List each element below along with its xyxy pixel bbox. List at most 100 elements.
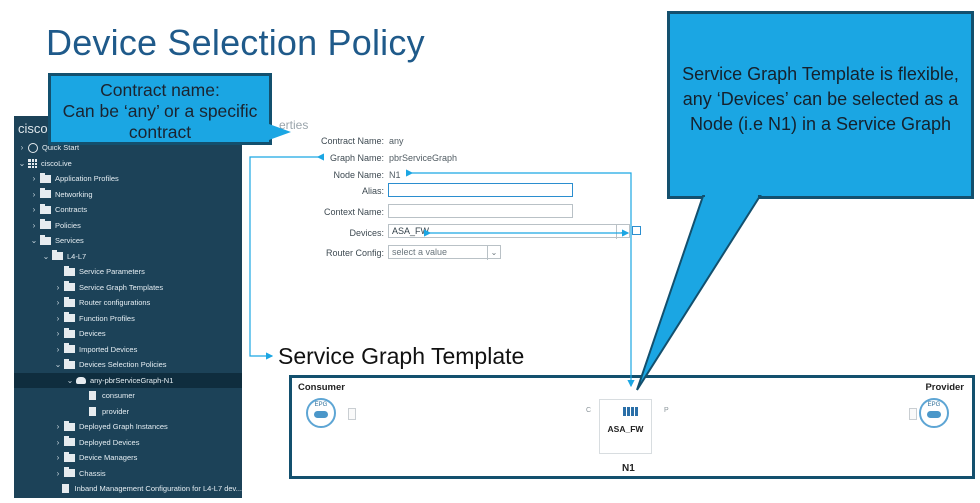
chevron-icon[interactable]: › <box>56 344 60 354</box>
service-graph-canvas: Consumer Provider EPG EPG C ASA_FW P N1 <box>289 375 975 479</box>
external-link-icon[interactable] <box>632 226 641 235</box>
chevron-icon[interactable]: ⌄ <box>54 360 62 369</box>
devices-selected-value: ASA_FW <box>392 226 430 236</box>
sidebar-item-services[interactable]: ⌄ Services <box>14 233 242 248</box>
sidebar-item-label: Devices Selection Policies <box>79 360 167 369</box>
sidebar-item-function-profiles[interactable]: › Function Profiles <box>14 311 242 326</box>
chevron-icon[interactable]: › <box>56 437 60 447</box>
sidebar-item-devices-selection-policies[interactable]: ⌄ Devices Selection Policies <box>14 357 242 372</box>
sidebar-item-inband-management-configuration-for-l4-l7-dev[interactable]: Inband Management Configuration for L4-L… <box>14 481 242 496</box>
sidebar-item-label: provider <box>102 406 130 416</box>
chevron-icon[interactable]: ⌄ <box>30 236 38 245</box>
sidebar-item-label: Function Profiles <box>79 313 135 323</box>
firewall-icon <box>623 407 639 416</box>
sgt-callout-pointer <box>636 195 762 391</box>
function-node-n1[interactable]: ASA_FW <box>599 399 652 454</box>
sidebar-item-label: Contracts <box>55 205 88 214</box>
consumer-port <box>348 408 356 420</box>
chevron-icon[interactable]: › <box>32 189 36 199</box>
router-config-select[interactable]: select a value ⌄ <box>388 245 501 260</box>
sidebar-item-networking[interactable]: › Networking <box>14 187 242 202</box>
chevron-icon[interactable]: › <box>32 174 36 183</box>
chevron-icon[interactable]: › <box>32 205 36 214</box>
contract-name-value: any <box>389 136 404 146</box>
chevron-icon[interactable]: › <box>56 453 60 462</box>
chevron-icon[interactable]: › <box>56 422 60 431</box>
sidebar-item-contracts[interactable]: › Contracts <box>14 202 242 217</box>
sidebar-item-ciscolive[interactable]: ⌄ ciscoLive <box>14 156 242 171</box>
doc-icon <box>89 391 96 400</box>
sidebar-item-label: Router configurations <box>79 298 151 307</box>
chevron-icon[interactable]: › <box>56 298 60 307</box>
sidebar-item-any-pbrservicegraph-n1[interactable]: ⌄ any-pbrServiceGraph-N1 <box>14 372 242 388</box>
folder-icon <box>64 281 75 291</box>
chevron-icon[interactable]: ⌄ <box>66 375 74 385</box>
sidebar-item-deployed-graph-instances[interactable]: ›Deployed Graph Instances <box>14 419 242 434</box>
sidebar-item-quick-start[interactable]: ›Quick Start <box>14 140 242 155</box>
chevron-icon[interactable]: › <box>56 313 60 323</box>
consumer-epg-node[interactable]: EPG <box>306 398 336 428</box>
sidebar-item-provider[interactable]: provider <box>14 404 242 419</box>
sidebar-item-deployed-devices[interactable]: ›Deployed Devices <box>14 435 242 450</box>
sidebar-item-label: Networking <box>55 189 93 199</box>
folder-icon <box>40 188 51 198</box>
folder-icon <box>64 343 75 353</box>
sgt-callout: Service Graph Template is flexible, any … <box>667 11 974 199</box>
sidebar-item-service-parameters[interactable]: Service Parameters <box>14 264 242 279</box>
chevron-down-icon[interactable]: ⌄ <box>616 225 629 239</box>
sidebar-item-devices[interactable]: › Devices <box>14 326 242 341</box>
sidebar-item-policies[interactable]: ›Policies <box>14 218 242 233</box>
sidebar-item-application-profiles[interactable]: ›Application Profiles <box>14 171 242 186</box>
chevron-icon[interactable]: › <box>56 329 60 338</box>
chevron-icon[interactable]: ⌄ <box>18 158 26 168</box>
chevron-down-icon[interactable]: ⌄ <box>487 246 500 260</box>
alias-input[interactable] <box>388 183 573 197</box>
folder-icon <box>64 358 75 369</box>
sidebar-item-label: any-pbrServiceGraph-N1 <box>90 375 174 385</box>
context-name-input[interactable] <box>388 204 573 218</box>
folder-icon <box>64 420 75 431</box>
chevron-icon[interactable]: › <box>56 468 60 478</box>
provider-port <box>909 408 917 420</box>
sidebar-item-label: Service Parameters <box>79 267 145 276</box>
sidebar-item-service-graph-templates[interactable]: › Service Graph Templates <box>14 280 242 295</box>
chevron-icon[interactable]: › <box>56 282 60 292</box>
sidebar-item-label: Services <box>55 236 84 245</box>
service-graph-template-label: Service Graph Template <box>278 343 525 369</box>
sidebar-item-label: Chassis <box>79 468 106 478</box>
navigation-sidebar: cisco ›Quick Start⌄ciscoLive›Application… <box>14 116 242 498</box>
sidebar-item-l4-l7[interactable]: ⌄ L4-L7 <box>14 249 242 264</box>
folder-icon <box>64 312 75 322</box>
chevron-icon[interactable]: › <box>20 143 24 152</box>
epg-label: EPG <box>314 402 328 408</box>
sidebar-item-chassis[interactable]: › Chassis <box>14 466 242 481</box>
chevron-icon[interactable]: › <box>32 220 36 230</box>
sidebar-item-consumer[interactable]: consumer <box>14 388 242 403</box>
node-device-name: ASA_FW <box>607 424 644 434</box>
sidebar-item-label: Service Graph Templates <box>79 282 164 292</box>
devices-label: Devices: <box>349 228 384 238</box>
sidebar-item-device-managers[interactable]: ›Device Managers <box>14 450 242 465</box>
quick-start-icon <box>28 142 38 153</box>
contract-name-callout: Contract name: Can be ‘any’ or a specifi… <box>48 73 291 145</box>
sidebar-item-imported-devices[interactable]: ›Imported Devices <box>14 342 242 357</box>
devices-select[interactable]: ASA_FW ⌄ <box>388 224 630 239</box>
folder-icon <box>40 219 51 229</box>
node-name-label: Node Name: <box>333 170 384 180</box>
folder-icon <box>64 451 75 462</box>
sidebar-item-label: L4-L7 <box>67 251 87 261</box>
folder-icon <box>40 234 51 245</box>
epg-icon <box>927 411 941 418</box>
epg-icon <box>314 411 328 418</box>
sidebar-item-label: ciscoLive <box>41 158 72 168</box>
sidebar-item-label: Devices <box>79 329 106 338</box>
folder-icon <box>64 296 75 307</box>
alias-label: Alias: <box>361 186 384 196</box>
slide-title: Device Selection Policy <box>46 22 425 63</box>
folder-icon <box>40 203 51 214</box>
sidebar-item-label: Inband Management Configuration for L4-L… <box>74 484 242 493</box>
provider-epg-node[interactable]: EPG <box>919 398 949 428</box>
sidebar-item-router-configurations[interactable]: › Router configurations <box>14 295 242 310</box>
chevron-icon[interactable]: ⌄ <box>42 251 50 261</box>
folder-icon <box>64 467 75 477</box>
